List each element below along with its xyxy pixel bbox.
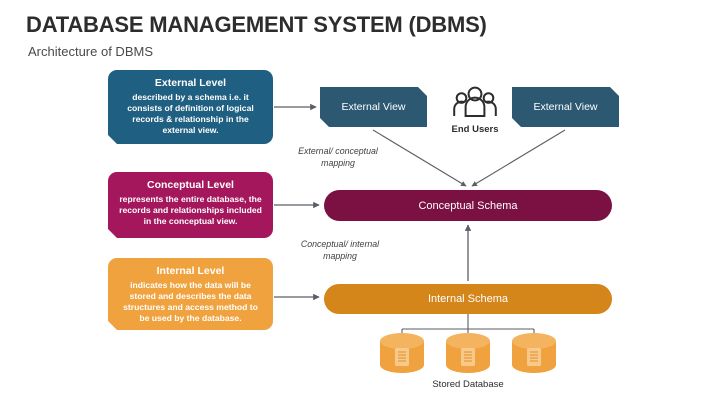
external-level-card: External Level described by a schema i.e… (108, 70, 273, 144)
conceptual-level-card: Conceptual Level represents the entire d… (108, 172, 273, 238)
external-view-right: External View (512, 87, 619, 127)
internal-schema-label: Internal Schema (427, 293, 509, 305)
end-users-label: End Users (451, 124, 499, 135)
external-view-left-label: External View (341, 101, 406, 113)
page-subtitle: Architecture of DBMS (28, 44, 153, 59)
external-conceptual-mapping-label: External/ conceptual mapping (298, 146, 378, 168)
conceptual-level-description: represents the entire database, the reco… (119, 194, 262, 227)
internal-schema-bar: Internal Schema (324, 284, 612, 314)
connector-view-left-to-conceptual (372, 129, 467, 187)
external-view-right-label: External View (533, 101, 598, 113)
conceptual-schema-bar: Conceptual Schema (324, 190, 612, 221)
database-cylinder (446, 333, 490, 373)
conceptual-level-title: Conceptual Level (147, 179, 234, 191)
database-cylinder (380, 333, 424, 373)
external-level-description: described by a schema i.e. it consists o… (127, 92, 254, 136)
end-users-group: End Users (447, 86, 503, 135)
page-title: DATABASE MANAGEMENT SYSTEM (DBMS) (26, 12, 487, 37)
users-icon (453, 86, 497, 117)
internal-level-description: indicates how the data will be stored an… (123, 280, 258, 324)
internal-level-title: Internal Level (156, 265, 225, 277)
stored-database-label: Stored Database (432, 379, 504, 390)
internal-level-card: Internal Level indicates how the data wi… (108, 258, 273, 330)
connector-view-right-to-conceptual (471, 129, 566, 187)
database-cylinder (512, 333, 556, 373)
conceptual-schema-label: Conceptual Schema (418, 199, 518, 212)
conceptual-internal-mapping-label: Conceptual/ internal mapping (300, 239, 380, 261)
external-view-left: External View (320, 87, 427, 127)
external-level-title: External Level (154, 77, 227, 89)
